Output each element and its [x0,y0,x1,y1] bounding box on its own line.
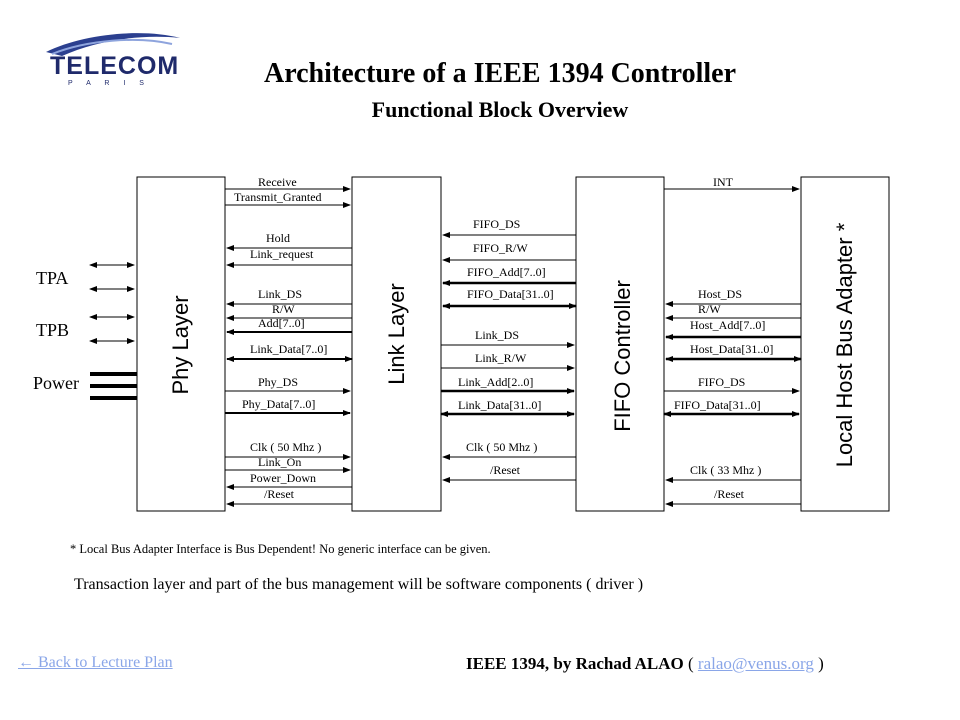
sig-link-add: Link_Add[2..0] [458,375,533,389]
sig-fifo-add: FIFO_Add[7..0] [467,265,546,279]
sig-link-rw: Link_R/W [475,351,527,365]
paren-close: ) [818,654,824,673]
fifo-controller-block [575,176,665,512]
sig-link-request: Link_request [250,247,314,261]
power-label: Power [33,373,79,393]
phy-layer-label: Phy Layer [168,295,193,394]
back-to-lecture-plan-link[interactable]: ← Back to Lecture Plan [18,654,173,671]
sig-power-down: Power_Down [250,471,316,485]
host-adapter-block [800,176,890,512]
page-title: Architecture of a IEEE 1394 Controller [263,58,737,89]
sig-fifo-ds-2: FIFO_DS [698,375,745,389]
sig-hold: Hold [266,231,290,245]
sig-clk-50-2: Clk ( 50 Mhz ) [466,440,537,454]
link-layer-block [351,176,442,512]
link-fifo-signals: FIFO_DS FIFO_R/W FIFO_Add[7..0] FIFO_Dat… [440,217,577,483]
sig-int: INT [713,175,734,189]
sig-reset-3: /Reset [714,487,745,501]
sig-link-ds: Link_DS [258,287,302,301]
sig-clk-50: Clk ( 50 Mhz ) [250,440,321,454]
logo-subtext: P A R I S [68,80,150,87]
fifo-host-signals: INT Host_DS R/W Host_Add[7..0] Host_Data… [663,175,802,507]
sig-fifo-rw: FIFO_R/W [473,241,528,255]
sig-host-add: Host_Add[7..0] [690,318,765,332]
credit-line: IEEE 1394, by Rachad ALAO ( ralao@venus.… [466,654,824,674]
sig-link-data-32: Link_Data[31..0] [458,398,541,412]
sig-reset-2: /Reset [490,463,521,477]
footnote: * Local Bus Adapter Interface is Bus Dep… [70,542,491,556]
link-layer-label: Link Layer [384,283,409,385]
sig-phy-data: Phy_Data[7..0] [242,397,315,411]
sig-link-ds-2: Link_DS [475,328,519,342]
logo-swoosh-icon [46,33,180,56]
sig-fifo-ds: FIFO_DS [473,217,520,231]
email-link[interactable]: ralao@venus.org [697,654,814,673]
fifo-controller-label: FIFO Controller [610,280,635,432]
sig-clk-33: Clk ( 33 Mhz ) [690,463,761,477]
page-subtitle: Functional Block Overview [371,97,629,122]
sig-phy-ds: Phy_DS [258,375,298,389]
transaction-note: Transaction layer and part of the bus ma… [74,576,644,593]
logo-wordmark: TELECOM [50,52,180,80]
telecom-paris-logo: TELECOM P A R I S [42,30,182,92]
phy-link-signals: Receive Transmit_Granted Hold Link_reque… [225,175,353,507]
sig-link-data: Link_Data[7..0] [250,342,327,356]
sig-host-ds: Host_DS [698,287,742,301]
sig-fifo-data-2: FIFO_Data[31..0] [674,398,761,412]
sig-transmit-granted: Transmit_Granted [234,190,322,204]
sig-host-rw: R/W [698,302,721,316]
tpb-label: TPB [36,320,69,340]
credit-text: IEEE 1394, by Rachad ALAO [466,654,684,673]
sig-link-on: Link_On [258,455,301,469]
sig-rw: R/W [272,302,295,316]
sig-fifo-data: FIFO_Data[31..0] [467,287,554,301]
sig-reset-1: /Reset [264,487,295,501]
tpa-label: TPA [36,268,68,288]
sig-host-data: Host_Data[31..0] [690,342,773,356]
paren-open: ( [688,654,694,673]
sig-add: Add[7..0] [258,316,305,330]
phy-layer-block [136,176,226,512]
sig-receive: Receive [258,175,297,189]
host-adapter-label: Local Host Bus Adapter * [832,222,857,467]
